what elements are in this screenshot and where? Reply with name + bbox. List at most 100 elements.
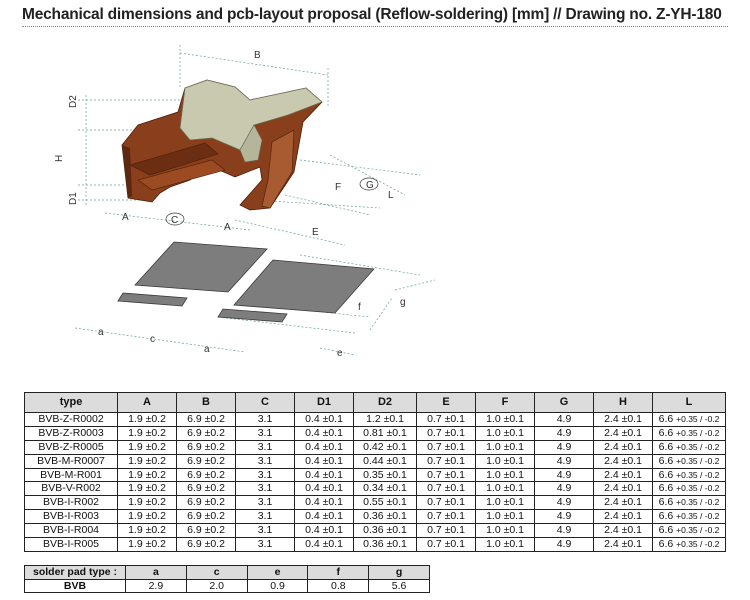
cell-type: BVB-M-R0007 <box>24 453 118 469</box>
L-value: 6.6 <box>658 482 674 495</box>
pad-header-row: solder pad type : a c e f g <box>24 565 430 580</box>
table-cell: 1.0 ±0.1 <box>475 495 535 511</box>
col-A: A <box>117 392 177 413</box>
pad-col-c: c <box>185 565 248 580</box>
table-cell: 1.9 ±0.2 <box>117 425 177 441</box>
table-cell: 2.4 ±0.1 <box>593 509 653 525</box>
table-cell: 0.7 ±0.1 <box>416 523 476 539</box>
label-a-left: a <box>98 327 104 338</box>
pad-value-cell: 2.9 <box>125 579 187 593</box>
table-cell: 3.1 <box>235 509 295 525</box>
table-cell: 4.9 <box>534 509 594 525</box>
pad-value-cell: 0.8 <box>307 579 370 593</box>
pad-type-cell: BVB <box>24 579 126 593</box>
pad-value-cell: 5.6 <box>368 579 430 593</box>
cell-type: BVB-V-R002 <box>24 481 118 497</box>
L-tolerance: +0.35 / -0.2 <box>676 483 720 494</box>
pad-col-type: solder pad type : <box>24 565 126 580</box>
L-tolerance: +0.35 / -0.2 <box>676 497 720 508</box>
table-cell: 4.9 <box>534 412 594 427</box>
label-F: F <box>335 182 341 193</box>
table-cell: 6.9 ±0.2 <box>176 523 236 539</box>
page-title: Mechanical dimensions and pcb-layout pro… <box>22 6 722 23</box>
table-cell: 3.1 <box>235 495 295 511</box>
dimension-circles <box>165 177 379 226</box>
table-cell: 0.7 ±0.1 <box>416 425 476 441</box>
label-A-right: A <box>224 222 231 233</box>
L-tolerance: +0.35 / -0.2 <box>676 538 720 549</box>
L-tolerance: +0.35 / -0.2 <box>676 413 720 424</box>
table-cell: 0.55 ±0.1 <box>353 495 417 511</box>
table-cell: 1.9 ±0.2 <box>117 481 177 497</box>
cell-type: BVB-I-R003 <box>24 509 118 525</box>
cell-L: 6.6 +0.35 / -0.2 <box>652 537 726 552</box>
table-cell: 1.9 ±0.2 <box>117 453 177 469</box>
label-a-right: a <box>204 344 210 355</box>
table-cell: 3.1 <box>235 523 295 539</box>
cell-L: 6.6 +0.35 / -0.2 <box>652 412 726 427</box>
L-value: 6.6 <box>658 440 674 453</box>
L-value: 6.6 <box>658 537 674 550</box>
cell-L: 6.6 +0.35 / -0.2 <box>652 481 726 497</box>
table-cell: 2.4 ±0.1 <box>593 537 653 552</box>
col-C: C <box>235 392 295 413</box>
table-cell: 2.4 ±0.1 <box>593 412 653 427</box>
label-D1: D1 <box>68 192 79 205</box>
table-cell: 0.7 ±0.1 <box>416 453 476 469</box>
table-cell: 1.9 ±0.2 <box>117 537 177 552</box>
L-value: 6.6 <box>658 468 674 481</box>
table-cell: 0.4 ±0.1 <box>294 495 354 511</box>
cell-type: BVB-Z-R0002 <box>24 412 118 427</box>
table-cell: 6.9 ±0.2 <box>176 481 236 497</box>
table-cell: 1.9 ±0.2 <box>117 412 177 427</box>
table-cell: 0.7 ±0.1 <box>416 537 476 552</box>
table-cell: 0.4 ±0.1 <box>294 467 354 483</box>
L-value: 6.6 <box>658 524 674 537</box>
table-cell: 0.36 ±0.1 <box>353 509 417 525</box>
table-cell: 0.7 ±0.1 <box>416 509 476 525</box>
table-cell: 1.9 ±0.2 <box>117 523 177 539</box>
table-cell: 0.4 ±0.1 <box>294 537 354 552</box>
L-tolerance: +0.35 / -0.2 <box>676 511 720 522</box>
col-L: L <box>652 392 726 413</box>
table-cell: 0.81 ±0.1 <box>353 425 417 441</box>
col-D1: D1 <box>294 392 354 413</box>
pcb-pads <box>117 241 375 323</box>
table-cell: 1.0 ±0.1 <box>475 467 535 483</box>
table-cell: 0.4 ±0.1 <box>294 523 354 539</box>
L-value: 6.6 <box>658 496 674 509</box>
table-cell: 4.9 <box>534 467 594 483</box>
label-c: c <box>150 334 155 345</box>
table-cell: 2.4 ±0.1 <box>593 453 653 469</box>
label-f: f <box>358 302 361 313</box>
table-cell: 1.0 ±0.1 <box>475 523 535 539</box>
table-cell: 2.4 ±0.1 <box>593 439 653 455</box>
table-cell: 4.9 <box>534 523 594 539</box>
table-cell: 6.9 ±0.2 <box>176 537 236 552</box>
L-tolerance: +0.35 / -0.2 <box>676 455 720 466</box>
col-D2: D2 <box>353 392 417 413</box>
label-C: C <box>171 215 178 226</box>
col-E: E <box>416 392 476 413</box>
table-cell: 4.9 <box>534 481 594 497</box>
table-cell: 0.7 ±0.1 <box>416 467 476 483</box>
table-cell: 0.36 ±0.1 <box>353 523 417 539</box>
pad-col-g: g <box>368 565 430 580</box>
table-header-row: type A B C D1 D2 E F G H L <box>24 392 726 413</box>
L-value: 6.6 <box>658 510 674 523</box>
table-cell: 6.9 ±0.2 <box>176 453 236 469</box>
table-cell: 3.1 <box>235 412 295 427</box>
cell-L: 6.6 +0.35 / -0.2 <box>652 495 726 511</box>
table-cell: 6.9 ±0.2 <box>176 412 236 427</box>
dimension-lines <box>74 45 436 356</box>
table-cell: 1.2 ±0.1 <box>353 412 417 427</box>
L-tolerance: +0.35 / -0.2 <box>676 469 720 480</box>
table-cell: 4.9 <box>534 453 594 469</box>
table-cell: 1.0 ±0.1 <box>475 453 535 469</box>
